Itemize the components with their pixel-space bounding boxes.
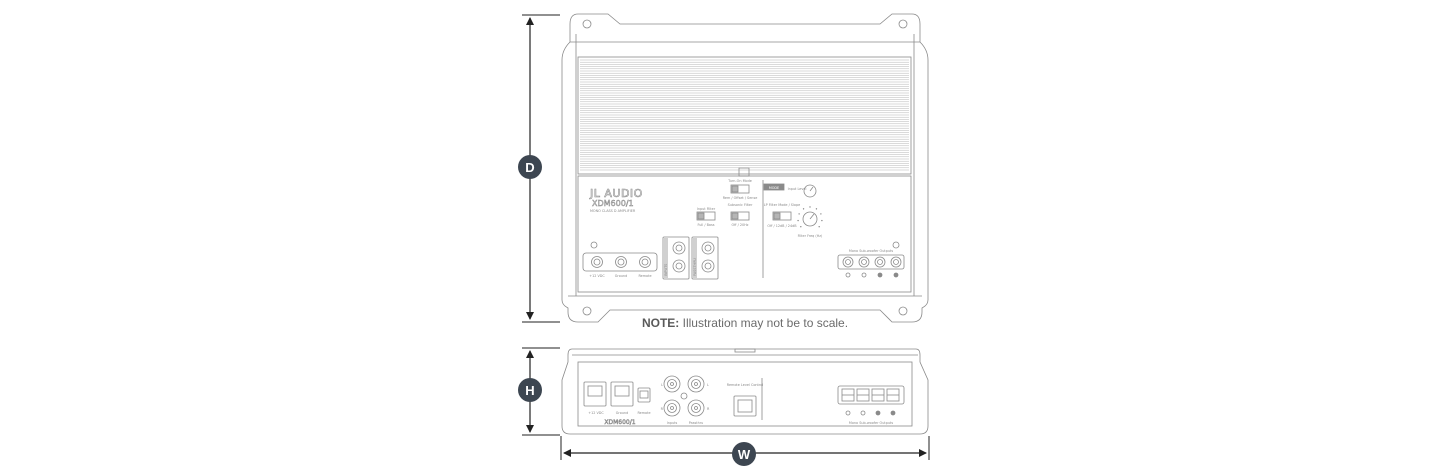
- freq-tick: [820, 213, 822, 215]
- front-ground-terminal: [610, 381, 634, 407]
- note-prefix: NOTE:: [641, 316, 680, 330]
- subsonic-filter-options: Off / 20Hz: [732, 223, 749, 227]
- mount-hole-icon: [898, 19, 908, 29]
- rca-passthru-block: [691, 236, 719, 280]
- height-badge: [518, 378, 542, 402]
- power-label-12v: +12 VDC: [589, 274, 605, 278]
- lp-filter-switch: [772, 211, 792, 221]
- front-model-name: XDM600/1: [604, 419, 635, 426]
- led-icon: [590, 241, 598, 249]
- front-power-label-12v: +12 VDC: [588, 411, 604, 415]
- lp-filter-label: LP Filter Mode / Slope: [764, 203, 800, 207]
- power-label-remote: Remote: [638, 274, 651, 278]
- subsonic-filter-label: Subsonic Filter: [728, 203, 753, 207]
- freq-tick: [821, 219, 823, 222]
- turn-on-mode-label: Turn-On Mode: [727, 179, 752, 183]
- speaker-terminal-block: [837, 254, 905, 270]
- width-badge: [732, 442, 756, 466]
- front-rca-left-label-2: L: [707, 383, 709, 387]
- width-label: W: [738, 447, 751, 462]
- depth-badge: [518, 155, 542, 179]
- power-terminals: [591, 256, 651, 268]
- subsonic-filter-switch: [730, 211, 750, 221]
- heatsink: [577, 56, 912, 175]
- front-power-label-ground: Ground: [616, 411, 628, 415]
- power-label-ground: Ground: [615, 274, 627, 278]
- freq-tick: [809, 206, 811, 208]
- remote-level-port: [733, 395, 757, 417]
- note-text: Illustration may not be to scale.: [679, 316, 849, 330]
- speaker-terminals: [842, 256, 902, 268]
- speaker-polarity-icons: [845, 272, 899, 278]
- freq-tick: [800, 226, 802, 228]
- mode-badge-label: MODE: [769, 186, 779, 190]
- led-icon: [892, 241, 900, 249]
- front-panel: [577, 361, 913, 427]
- rca-inputs-label: INPUTS: [664, 264, 668, 276]
- front-speaker-outputs-label: Mono Sub-woofer Outputs: [849, 421, 893, 425]
- front-rca-left-label: L: [661, 383, 663, 387]
- mount-hole-icon: [582, 306, 592, 316]
- front-speaker-polarity-icons: [845, 410, 896, 416]
- top-view: JL AUDIO XDM600/1 MONO CLASS D AMPLIFIER…: [561, 13, 929, 323]
- rca-inputs-block: [662, 236, 690, 280]
- front-rca-jacks: [663, 375, 705, 417]
- input-filter-label: Input Filter: [697, 207, 716, 211]
- front-view: +12 VDC Ground Remote XDM600/1 L R L R I…: [561, 348, 929, 435]
- filter-freq-knob: [802, 211, 818, 227]
- freq-tick: [802, 208, 805, 210]
- front-speaker-terminal-block: [837, 385, 905, 405]
- speaker-outputs-label: Mono Sub-woofer Outputs: [849, 249, 893, 253]
- brand-logo: JL AUDIO: [589, 187, 643, 200]
- center-tab: [738, 167, 750, 177]
- front-rca-right-label: R: [661, 407, 664, 411]
- scale-note: NOTE: Illustration may not be to scale.: [560, 316, 930, 330]
- power-terminal-block: [582, 252, 658, 272]
- freq-tick: [798, 213, 800, 215]
- input-filter-options: Full / Bass: [697, 223, 714, 227]
- front-chassis-outline: [561, 348, 929, 435]
- height-label: H: [525, 383, 534, 398]
- front-power-terminal: [583, 381, 607, 407]
- mode-badge: [763, 183, 785, 191]
- height-dimension: H: [518, 347, 560, 436]
- depth-dimension: D: [518, 14, 560, 323]
- mount-hole-icon: [582, 19, 592, 29]
- front-power-label-remote: Remote: [637, 411, 650, 415]
- width-dimension: W: [560, 436, 930, 466]
- freq-tick: [818, 226, 820, 228]
- freq-tick: [797, 219, 799, 222]
- model-subtitle: MONO CLASS D AMPLIFIER: [590, 209, 636, 213]
- input-level-label: Input Level: [788, 187, 807, 191]
- input-level-knob: [803, 184, 817, 198]
- turn-on-mode-switch: [730, 184, 750, 194]
- depth-label: D: [525, 160, 534, 175]
- model-name: XDM600/1: [592, 199, 634, 208]
- turn-on-mode-options: Rem / Offset / Sense: [723, 196, 758, 200]
- front-inputs-label: Inputs: [667, 421, 678, 425]
- front-remote-terminal: [637, 387, 651, 403]
- mount-hole-icon: [898, 306, 908, 316]
- rca-passthru-label: PASSTHRU: [693, 258, 697, 276]
- input-filter-switch: [696, 211, 716, 221]
- front-rca-right-label-2: R: [707, 407, 710, 411]
- filter-freq-scale: [797, 206, 823, 228]
- freq-tick: [815, 208, 818, 210]
- front-passthru-label: Passthru: [689, 421, 704, 425]
- filter-freq-label: Filter Freq (Hz): [798, 234, 823, 238]
- lp-filter-options: Off / 12dB / 24dB: [767, 224, 797, 228]
- front-speaker-terminals: [841, 388, 900, 402]
- heatsink-fins: [580, 59, 909, 171]
- front-remote-label: Remote Level Control: [727, 383, 764, 387]
